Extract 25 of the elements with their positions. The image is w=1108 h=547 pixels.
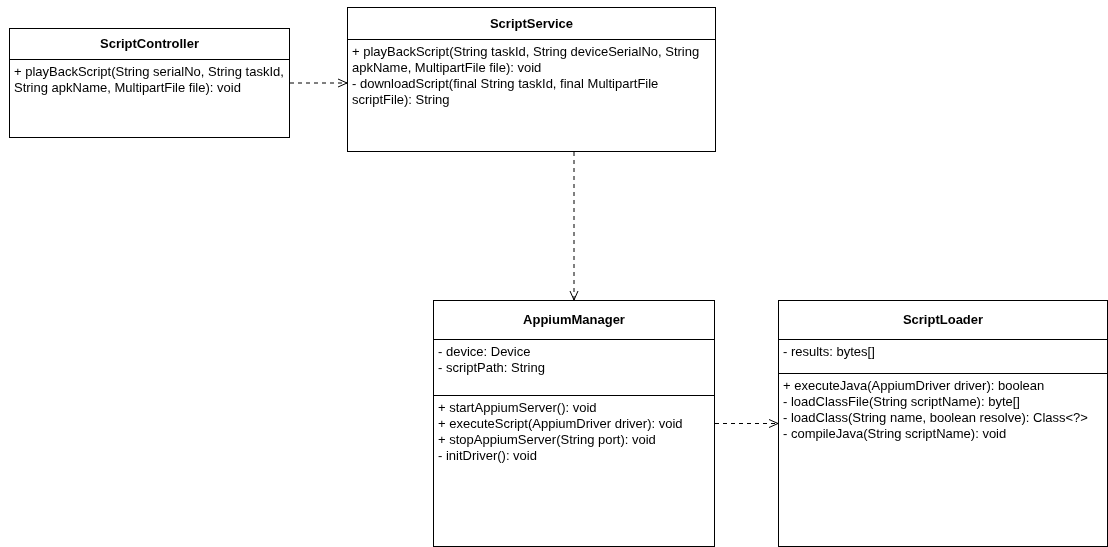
dependency-arrow <box>289 78 348 88</box>
dependency-arrow <box>714 419 779 428</box>
class-member: + playBackScript(String serialNo, String taskId, String apkName, MultipartFile file): void <box>14 64 285 96</box>
class-member: - compileJava(String scriptName): void <box>783 426 1007 442</box>
class-member: + stopAppiumServer(String port): void <box>438 432 656 448</box>
class-member: - scriptPath: String <box>438 360 545 376</box>
class-member: - downloadScript(final String taskId, final MultipartFile scriptFile): String <box>352 76 660 108</box>
class-name: AppiumManager <box>522 312 626 327</box>
class-member: - results: bytes[] <box>783 344 875 360</box>
class-name: ScriptService <box>488 15 575 31</box>
class-member: - device: Device <box>438 344 531 360</box>
class-member: - loadClassFile(String scriptName): byte[] <box>783 394 1020 410</box>
class-box <box>347 7 716 152</box>
class-member: + executeJava(AppiumDriver driver): boolean <box>783 378 1045 394</box>
class-member: - initDriver(): void <box>438 448 537 464</box>
class-member: + startAppiumServer(): void <box>438 400 597 416</box>
class-box <box>433 300 715 547</box>
class-name: ScriptController <box>99 36 200 51</box>
dependency-arrow <box>569 151 579 301</box>
class-box <box>778 300 1108 547</box>
class-member: - loadClass(String name, boolean resolve): Class<?> <box>783 410 1088 426</box>
class-box <box>9 28 290 138</box>
class-member: + executeScript(AppiumDriver driver): void <box>438 416 683 432</box>
class-name: ScriptLoader <box>901 312 985 327</box>
class-member: + playBackScript(String taskId, String deviceSerialNo, String apkName, MultipartFile file): void <box>352 44 701 76</box>
